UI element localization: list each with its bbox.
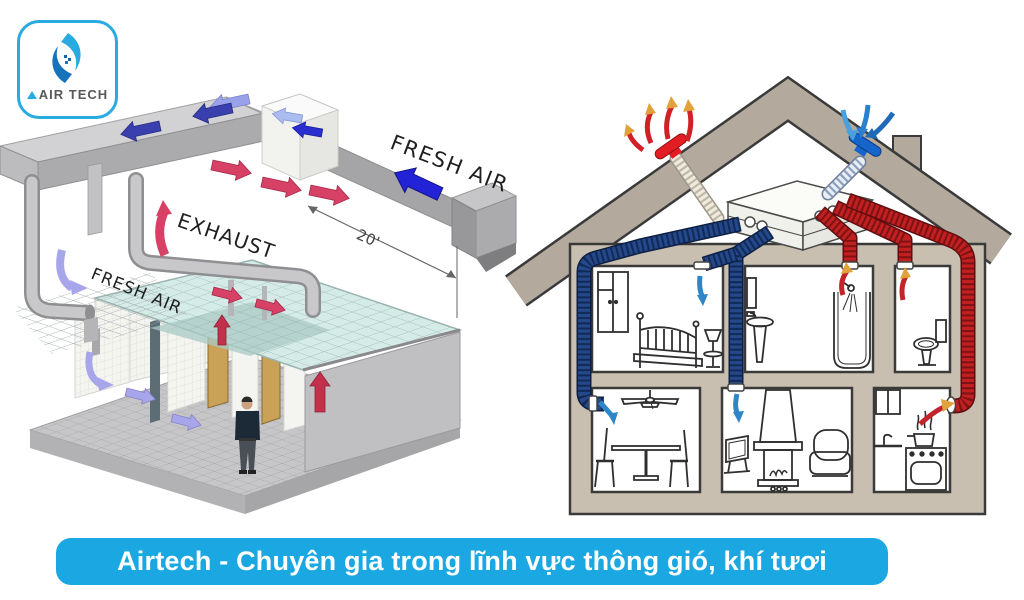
roof-intake-duct	[821, 155, 867, 201]
logo-a-accent	[26, 90, 37, 99]
ceiling-fan	[620, 390, 680, 410]
duct-length-label: 20'	[354, 225, 383, 251]
exhaust-arrow-icon	[307, 179, 352, 209]
left-isometric-duct-diagram: 20' FRESH AIR EXHAUST FRESH AIR	[0, 88, 518, 514]
toilet-furniture	[913, 319, 947, 366]
logo-wordmark: AIR TECH	[26, 87, 109, 102]
fireplace	[753, 389, 803, 492]
exhaust-arrows	[155, 154, 352, 413]
exhaust-label: EXHAUST	[174, 208, 278, 264]
bathroom-furniture	[746, 277, 871, 369]
dining-table	[611, 445, 681, 481]
bottom-banner: Airtech - Chuyên gia trong lĩnh vực thôn…	[56, 538, 888, 585]
duct-end-box	[450, 182, 518, 272]
steam	[916, 414, 920, 431]
chair	[594, 427, 615, 488]
bedroom-vent	[693, 261, 711, 270]
intake-in-arrow-icon	[865, 128, 878, 139]
roof-exhaust-arrows	[624, 96, 695, 153]
roof-exhaust-duct	[669, 151, 725, 225]
kitchen-sink	[874, 433, 902, 448]
shower-tub	[833, 279, 871, 369]
building-right-wall	[304, 331, 461, 473]
exhaust-ducts-red	[815, 193, 976, 414]
exhaust-out-arrow-icon	[645, 103, 656, 115]
bedside-lamp	[703, 329, 723, 368]
bedroom-furniture	[597, 271, 723, 368]
bed	[633, 312, 703, 368]
roof-intake-arrows	[840, 104, 896, 141]
exhaust-out-arrow-icon	[683, 99, 695, 112]
dining-furniture	[594, 390, 689, 488]
intake-in-arrow-icon	[846, 130, 858, 141]
exhaust-out-arrow-icon	[624, 124, 635, 137]
dining-wall-vent	[588, 395, 598, 412]
person-figure	[235, 396, 260, 474]
banner-text: Airtech - Chuyên gia trong lĩnh vực thôn…	[117, 546, 827, 576]
fresh-air-round-pipe	[24, 174, 98, 343]
right-house-diagram	[505, 75, 1012, 516]
exhaust-out-arrow-icon	[666, 96, 678, 109]
stove	[905, 447, 947, 491]
mirror	[746, 277, 757, 309]
chair	[669, 429, 689, 488]
logo-brand-text: AIR TECH	[38, 87, 109, 102]
roof-exhaust-cap	[654, 133, 688, 160]
flame-icon	[51, 33, 81, 83]
room-airflow-arrows	[598, 262, 955, 426]
duct-unit-box	[260, 93, 340, 181]
supply-curved-arrow-icon	[85, 351, 103, 387]
airtech-logo: AIR TECH	[17, 20, 118, 119]
tv	[723, 434, 751, 474]
exhaust-curved-arrow-icon	[155, 210, 170, 257]
toilet-tank	[935, 319, 947, 343]
roof	[505, 75, 1012, 307]
exhaust-arrow-icon	[209, 154, 254, 184]
sink	[746, 312, 774, 363]
glass-ceiling	[92, 259, 463, 372]
living-furniture	[723, 389, 851, 492]
room-kitchen	[872, 386, 952, 494]
armchair	[809, 429, 851, 477]
dark-pillar	[150, 319, 160, 423]
room-bathroom	[743, 264, 875, 374]
intake-in-arrow-icon	[856, 127, 868, 138]
room-supply-arrows	[56, 249, 204, 434]
living-vent	[727, 383, 745, 392]
supply-curved-arrow-icon	[56, 249, 75, 292]
